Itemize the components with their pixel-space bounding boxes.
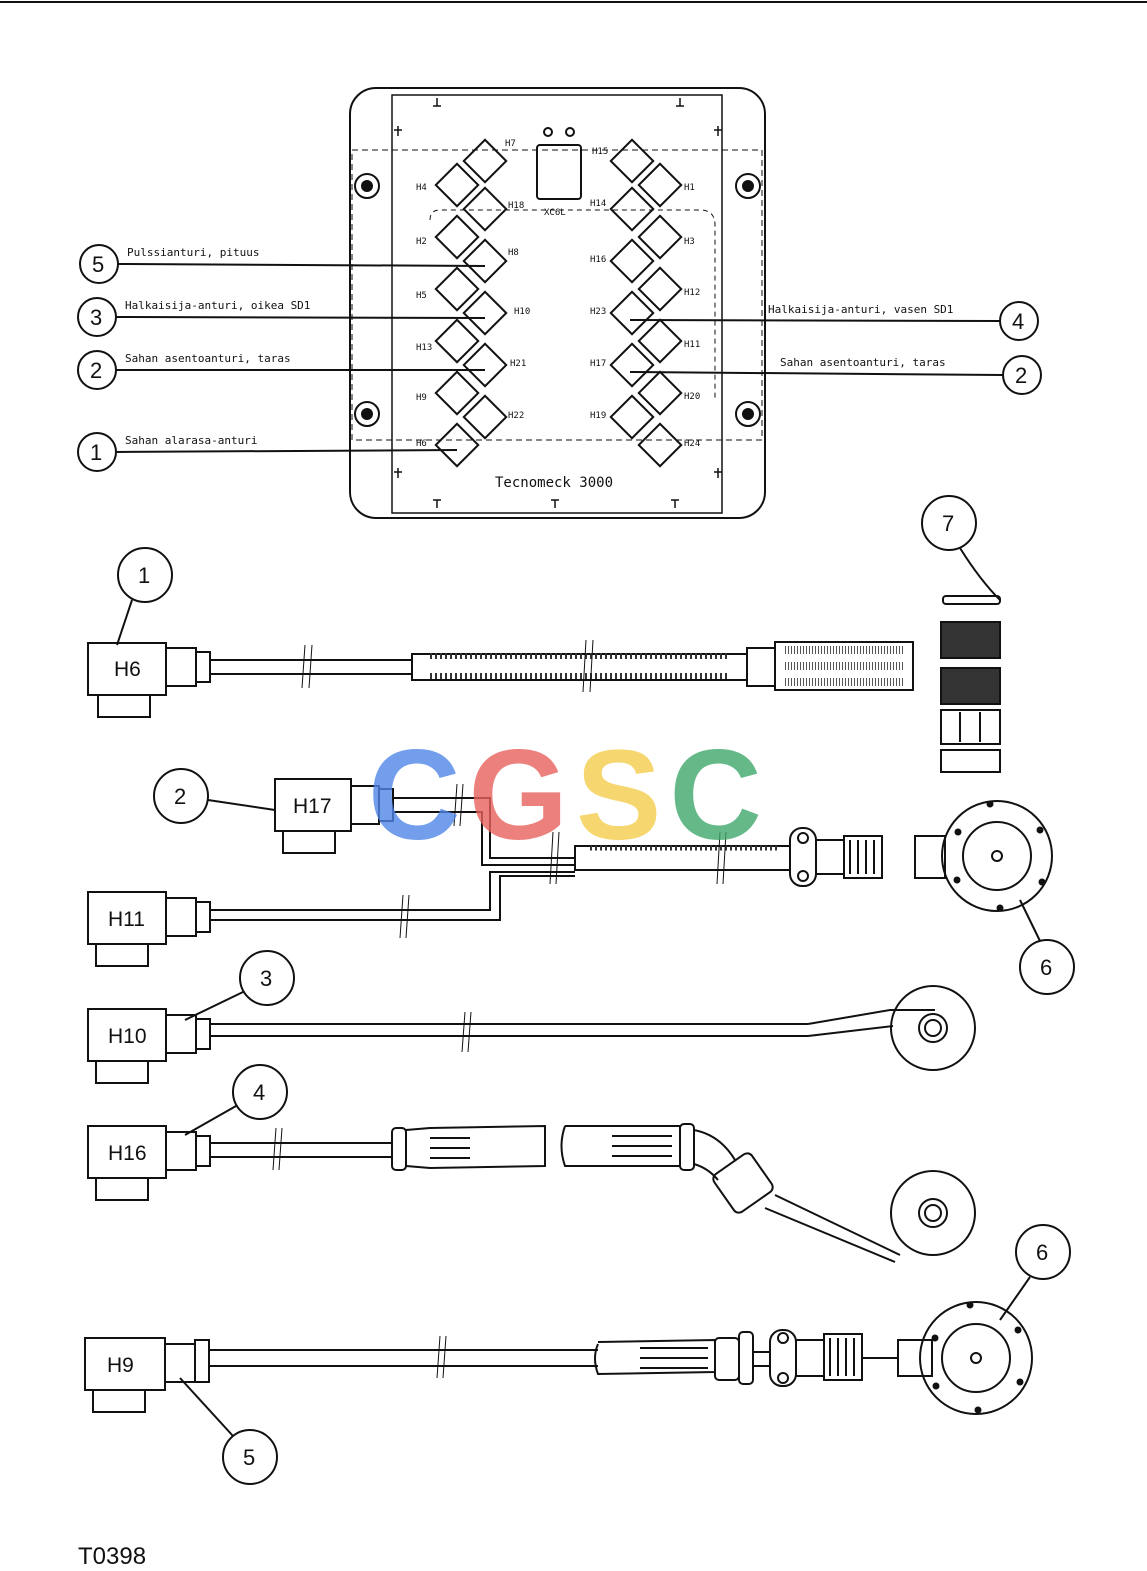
cable-h9: 6 H9 5	[84, 1224, 1071, 1485]
callout-text: Sahan alarasa-anturi	[125, 434, 257, 447]
socket-label: H10	[514, 307, 530, 317]
socket-label: H7	[505, 139, 516, 149]
connector-label: H11	[108, 908, 145, 931]
callout-number: 5	[243, 1445, 255, 1470]
socket-label: H17	[590, 359, 606, 369]
callout-number: 4	[253, 1080, 265, 1105]
socket-label: H13	[416, 343, 432, 353]
socket-column-left	[434, 138, 508, 468]
callout-number: 1	[90, 440, 102, 465]
socket-label: H6	[416, 439, 427, 449]
part-7-fitting: 7	[921, 495, 1001, 773]
connector-label: H6	[114, 658, 141, 681]
socket-label: H9	[416, 393, 427, 403]
socket-label: H18	[508, 201, 524, 211]
mount-screw-icons	[354, 173, 761, 427]
socket-label: H1	[684, 183, 695, 193]
socket-label: H23	[590, 307, 606, 317]
box-title: Tecnomeck 3000	[495, 475, 613, 491]
watermark-letter: S	[576, 724, 664, 867]
cable-h16: 4 H16	[87, 1064, 976, 1263]
junction-box: H7 H15 H4 H1 H2 H3 H5 H14 H8 H12 H13 H16…	[349, 87, 766, 519]
socket-label: H19	[590, 411, 606, 421]
watermark-letter: G	[468, 724, 570, 867]
socket-label: H12	[684, 288, 700, 298]
callout-number: 2	[90, 358, 102, 383]
connector-label: H10	[108, 1025, 147, 1048]
socket-label: XC6L	[544, 208, 566, 218]
callout-number: 3	[90, 305, 102, 330]
socket-label: H20	[684, 392, 700, 402]
cable-h6: 1 H6	[87, 547, 914, 718]
callout-text: Sahan asentoanturi, taras	[125, 352, 291, 365]
callout-text: Halkaisija-anturi, oikea SD1	[125, 299, 310, 312]
box-callouts: 5 Pulssianturi, pituus 3 Halkaisija-antu…	[77, 244, 1042, 472]
callout-number: 1	[138, 563, 150, 588]
socket-label: H5	[416, 291, 427, 301]
callout-text: Pulssianturi, pituus	[127, 246, 259, 259]
socket-label: H22	[508, 411, 524, 421]
connector-label: H17	[293, 795, 332, 818]
callout-number: 4	[1012, 309, 1024, 334]
callout-number: 7	[942, 511, 954, 536]
socket-label: H3	[684, 237, 695, 247]
cable-h17-h11: 2 H17 H11	[87, 768, 883, 967]
socket-label: H21	[510, 359, 526, 369]
connector-label: H16	[108, 1142, 147, 1165]
drawing-code: T0398	[78, 1543, 147, 1570]
callout-number: 5	[92, 252, 104, 277]
callout-number: 2	[1015, 363, 1027, 388]
callout-number: 3	[260, 966, 272, 991]
watermark-letter: C	[669, 724, 764, 867]
callout-number: 6	[1036, 1240, 1048, 1265]
part-6-sensor-disc: 6	[914, 800, 1075, 995]
callout-text: Halkaisija-anturi, vasen SD1	[768, 303, 953, 316]
watermark: CGSC	[368, 722, 770, 869]
socket-column-right	[609, 138, 683, 468]
callout-number: 2	[174, 784, 186, 809]
socket-label: H4	[416, 183, 427, 193]
socket-label: H16	[590, 255, 606, 265]
socket-label: H24	[684, 439, 700, 449]
cable-h10: 3 H10	[87, 950, 976, 1084]
socket-label: H14	[590, 199, 606, 209]
socket-label: H11	[684, 340, 700, 350]
socket-label: H2	[416, 237, 427, 247]
callout-number: 6	[1040, 955, 1052, 980]
connector-label: H9	[107, 1354, 134, 1377]
callout-text: Sahan asentoanturi, taras	[780, 356, 946, 369]
socket-label: H15	[592, 147, 608, 157]
socket-label: H8	[508, 248, 519, 258]
watermark-letter: C	[368, 724, 463, 867]
